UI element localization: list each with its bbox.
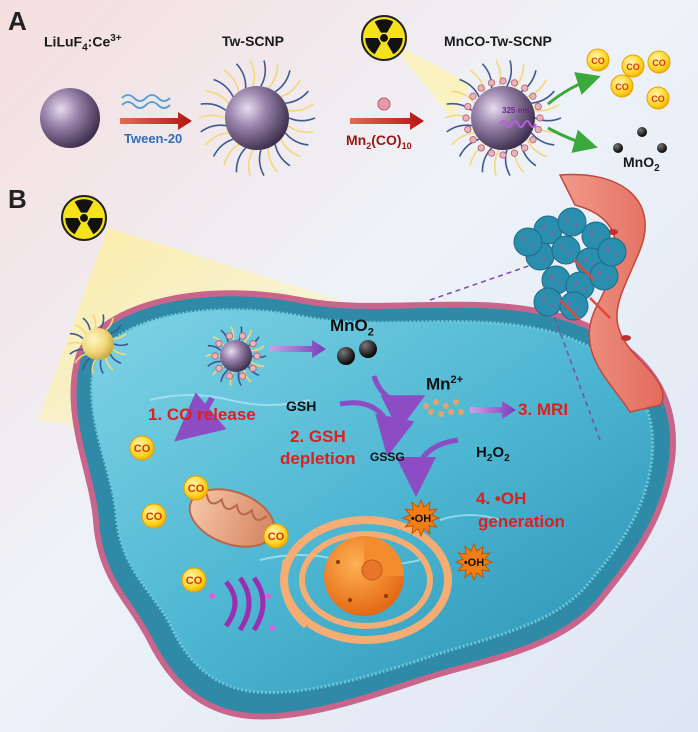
tumor-cluster <box>513 207 627 321</box>
red-blood-cell <box>608 229 618 235</box>
step4-label-line1: 4. •OH <box>476 489 527 508</box>
mno2-label-b: MnO2 <box>330 316 374 339</box>
co-bubble <box>586 48 610 72</box>
endoplasmic-reticulum <box>280 516 452 644</box>
co-text: CO <box>146 511 163 523</box>
gssg-label: GSSG <box>370 450 405 464</box>
mno2-ball <box>657 143 667 153</box>
co-bubble <box>263 523 289 549</box>
co-text: CO <box>134 443 151 455</box>
co-text: CO <box>186 575 203 587</box>
cell-particle <box>205 326 267 386</box>
co-text: CO <box>651 94 665 104</box>
mno2-ball <box>637 127 647 137</box>
panel-a <box>40 15 667 176</box>
co-text: CO <box>615 82 629 92</box>
uv-wave <box>499 120 537 128</box>
radiation-icon-b <box>61 195 107 241</box>
step2-label-line1: 2. GSH <box>290 427 346 446</box>
mnco-label: MnCO-Tw-SCNP <box>444 33 552 49</box>
mn-arrow <box>371 375 426 432</box>
gsh-label: GSH <box>286 398 317 414</box>
hydroxyl-text: •OH <box>464 557 484 569</box>
mn-carbonyl-dot <box>377 97 391 111</box>
release-arrow-co <box>547 72 601 106</box>
arrow-co-release <box>174 392 227 442</box>
co-text: CO <box>591 56 605 66</box>
panel-b-label: B <box>8 184 27 214</box>
tw-scnp-particle <box>198 60 316 176</box>
step3-label: 3. MRI <box>518 400 569 419</box>
arrow-to-mno2 <box>270 340 326 358</box>
co-bubbles: CO CO CO CO CO CO CO CO CO CO <box>129 48 671 593</box>
zoom-line <box>547 299 601 441</box>
co-text: CO <box>268 531 285 543</box>
zoom-line <box>429 261 541 301</box>
panel-a-label: A <box>8 6 27 36</box>
mnco-tw-scnp-particle <box>444 60 562 176</box>
mn-carbonyl-label: Mn2(CO)10 <box>346 132 412 151</box>
mno2-ball <box>613 143 623 153</box>
co-bubble <box>129 435 155 461</box>
hydroxyl-star: •OH <box>454 542 494 582</box>
co-bubble <box>647 50 671 74</box>
cell-membrane-inner <box>90 308 655 695</box>
release-arrow-mno2 <box>547 126 598 153</box>
mno2-ball <box>337 347 355 365</box>
mn-ion-dots <box>423 399 464 417</box>
co-text: CO <box>188 483 205 495</box>
radiation-icon-a <box>361 15 407 61</box>
panel-b: •OH •OH CO CO CO CO CO CO CO CO CO CO <box>38 48 676 720</box>
co-bubble <box>183 475 209 501</box>
nucleolus <box>361 559 383 581</box>
mn-ion-label: Mn2+ <box>426 374 464 394</box>
co-text: CO <box>652 58 666 68</box>
mno2-label-a: MnO2 <box>623 154 660 174</box>
hydroxyl-star: •OH <box>401 498 441 538</box>
red-blood-cell <box>621 335 631 341</box>
hydroxyl-text: •OH <box>411 513 431 525</box>
arrow-to-mri <box>470 401 516 419</box>
step2-label-line2: depletion <box>280 449 356 468</box>
golgi-apparatus <box>209 576 275 632</box>
radiation-beam-a <box>388 40 470 118</box>
h2o2-label: H2O2 <box>476 444 510 464</box>
co-bubble <box>610 74 634 98</box>
mno2-ball <box>359 340 377 358</box>
step4-label-line2: generation <box>478 512 565 531</box>
co-bubble <box>621 54 645 78</box>
co-bubble <box>646 86 670 110</box>
co-text: CO <box>626 62 640 72</box>
wavelength-label: 325 nm <box>502 106 530 115</box>
step1-label: 1. CO release <box>148 405 256 424</box>
tween-label: Tween-20 <box>124 131 183 146</box>
co-bubble <box>141 503 167 529</box>
core-nanoparticle <box>40 88 100 148</box>
tw-scnp-label: Tw-SCNP <box>222 33 284 49</box>
arrow-right-1 <box>120 112 192 130</box>
light-particle <box>67 314 129 374</box>
tween-squiggles <box>121 94 171 109</box>
co-bubble <box>181 567 207 593</box>
arrow-right-2 <box>350 112 424 130</box>
h2o2-arrow <box>396 437 459 497</box>
core-formula-label: LiLuF4:Ce3+ <box>44 33 122 54</box>
